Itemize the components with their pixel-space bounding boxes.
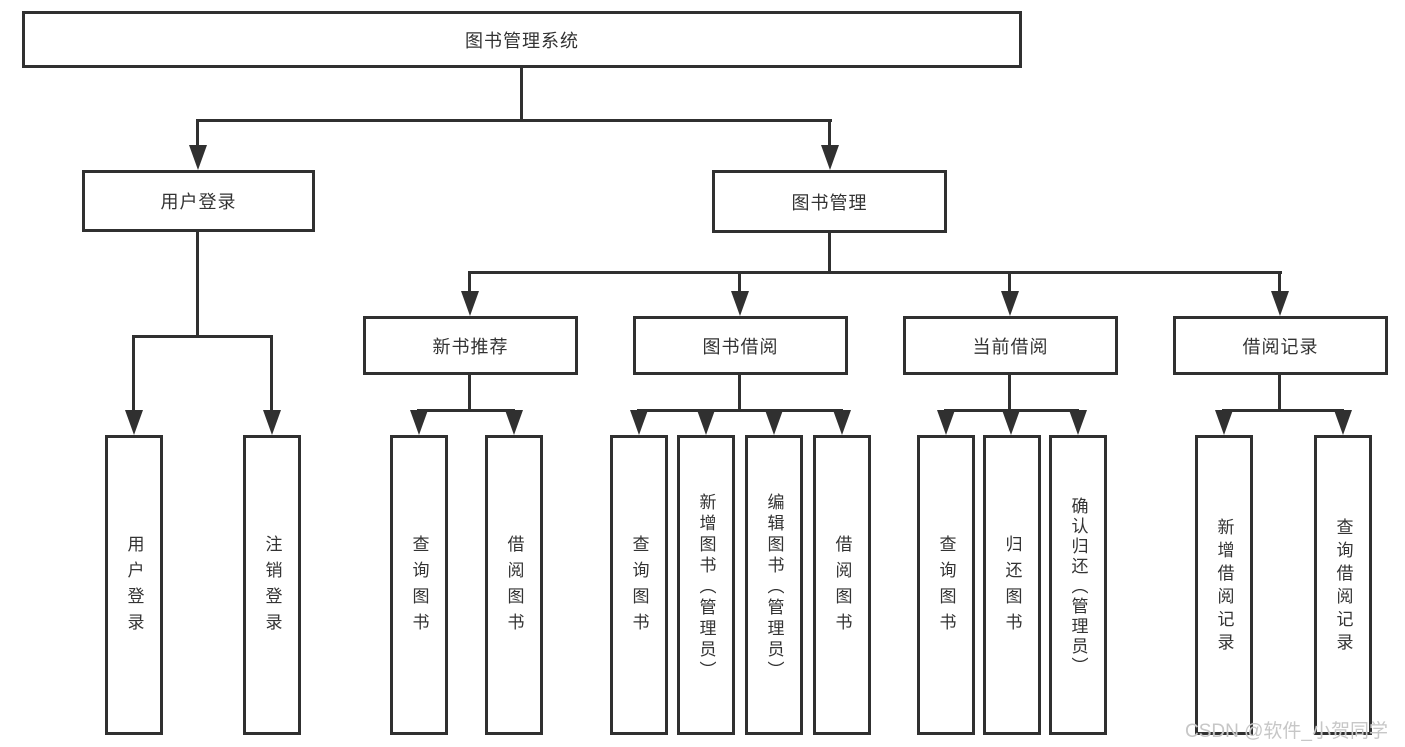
node-label: 新增借阅记录 <box>1214 518 1234 656</box>
leaf-borrow-book-1: 借阅图书 <box>485 435 543 735</box>
connector-book-borrow-stem <box>738 375 741 412</box>
leaf-confirm-return: 确认归还（管理员） <box>1049 435 1107 735</box>
node-label: 查询图书 <box>629 535 649 639</box>
arrowhead-to-leaf-query-book-2 <box>630 410 648 435</box>
arrowhead-to-leaf-add-borrow-record <box>1215 410 1233 435</box>
connector-book-borrow-bus <box>637 409 843 412</box>
node-user-login: 用户登录 <box>82 170 315 232</box>
connector-book-mgmt-bus <box>468 271 1282 274</box>
connector-to-book-mgmt-shaft <box>828 119 831 151</box>
connector-to-current-borrow-shaft <box>1008 271 1011 295</box>
node-label: 编辑图书（管理员） <box>764 492 784 682</box>
connector-to-new-book-shaft <box>468 271 471 295</box>
connector-book-mgmt-stem <box>828 233 831 274</box>
connector-borrow-records-bus <box>1222 409 1344 412</box>
leaf-add-borrow-record: 新增借阅记录 <box>1195 435 1253 735</box>
arrowhead-to-leaf-query-borrow-record <box>1334 410 1352 435</box>
connector-to-borrow-records-shaft <box>1278 271 1281 295</box>
connector-current-borrow-stem <box>1008 375 1011 412</box>
leaf-return-book: 归还图书 <box>983 435 1041 735</box>
connector-new-book-bus <box>417 409 515 412</box>
connector-root-stem <box>520 68 523 121</box>
arrowhead-to-leaf-borrow-book-2 <box>833 410 851 435</box>
csdn-watermark: CSDN @软件_小贺同学 <box>1185 721 1388 742</box>
node-label: 图书管理 <box>791 192 868 213</box>
node-label: 查询借阅记录 <box>1333 518 1353 656</box>
node-label: 归还图书 <box>1002 535 1022 639</box>
arrowhead-to-book-borrow <box>731 291 749 316</box>
connector-borrow-records-stem <box>1278 375 1281 412</box>
node-book-management: 图书管理 <box>712 170 947 233</box>
arrowhead-to-book-mgmt <box>821 145 839 170</box>
arrowhead-to-current-borrow <box>1001 291 1019 316</box>
arrowhead-to-leaf-return-book <box>1002 410 1020 435</box>
node-label: 新增图书（管理员） <box>696 492 716 682</box>
connector-to-book-borrow-shaft <box>738 271 741 295</box>
leaf-edit-book: 编辑图书（管理员） <box>745 435 803 735</box>
node-label: 查询图书 <box>409 535 429 639</box>
node-new-book-recommend: 新书推荐 <box>363 316 578 375</box>
node-label: 用户登录 <box>160 192 237 212</box>
leaf-user-login: 用户登录 <box>105 435 163 735</box>
node-label: 注销登录 <box>262 535 282 639</box>
leaf-logout: 注销登录 <box>243 435 301 735</box>
arrowhead-to-leaf-edit-book <box>765 410 783 435</box>
node-borrow-records: 借阅记录 <box>1173 316 1388 375</box>
arrowhead-to-user-login <box>189 145 207 170</box>
node-label: 图书借阅 <box>702 336 779 357</box>
node-root-system: 图书管理系统 <box>22 11 1022 68</box>
leaf-borrow-book-2: 借阅图书 <box>813 435 871 735</box>
node-label: 查询图书 <box>936 535 956 639</box>
leaf-query-book-2: 查询图书 <box>610 435 668 735</box>
arrowhead-to-leaf-user-login <box>125 410 143 435</box>
node-label: 新书推荐 <box>432 336 509 357</box>
node-label: 当前借阅 <box>972 336 1049 357</box>
node-current-borrow: 当前借阅 <box>903 316 1118 375</box>
arrowhead-to-new-book <box>461 291 479 316</box>
arrowhead-to-leaf-borrow-book-1 <box>505 410 523 435</box>
connector-root-bus <box>197 119 832 122</box>
arrowhead-to-leaf-add-book <box>697 410 715 435</box>
node-label: 借阅记录 <box>1242 336 1319 357</box>
node-label: 确认归还（管理员） <box>1068 497 1088 677</box>
node-label: 借阅图书 <box>832 535 852 639</box>
node-label: 用户登录 <box>124 535 144 639</box>
leaf-query-book-3: 查询图书 <box>917 435 975 735</box>
arrowhead-to-leaf-confirm-return <box>1069 410 1087 435</box>
node-label: 借阅图书 <box>504 535 524 639</box>
leaf-query-borrow-record: 查询借阅记录 <box>1314 435 1372 735</box>
node-book-borrow: 图书借阅 <box>633 316 848 375</box>
leaf-query-book-1: 查询图书 <box>390 435 448 735</box>
arrowhead-to-leaf-logout <box>263 410 281 435</box>
connector-user-login-bus <box>132 335 273 338</box>
leaf-add-book: 新增图书（管理员） <box>677 435 735 735</box>
connector-to-leaf-logout-shaft <box>270 335 273 413</box>
connector-user-login-stem <box>196 232 199 338</box>
arrowhead-to-leaf-query-book-3 <box>937 410 955 435</box>
arrowhead-to-borrow-records <box>1271 291 1289 316</box>
node-label: 图书管理系统 <box>465 30 579 51</box>
connector-to-leaf-user-login-shaft <box>132 335 135 413</box>
arrowhead-to-leaf-query-book-1 <box>410 410 428 435</box>
connector-to-user-login-shaft <box>196 119 199 151</box>
connector-new-book-stem <box>468 375 471 412</box>
